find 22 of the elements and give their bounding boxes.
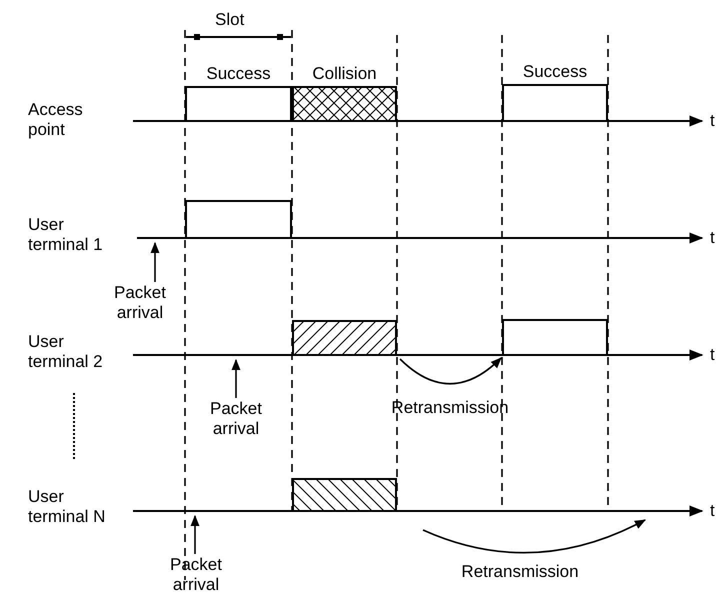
- axis-label: t: [710, 228, 715, 248]
- slot-heading: Success: [522, 62, 588, 82]
- row-label: User terminal 2: [28, 332, 104, 372]
- row-label: Access point: [28, 100, 84, 140]
- callout-text: Packet arrival: [169, 555, 223, 595]
- leader-arrow: [232, 358, 240, 398]
- slot-heading: Success: [205, 64, 272, 84]
- slot-heading: Collision: [311, 64, 378, 84]
- row-label: User terminal N: [28, 487, 106, 527]
- callout-text: Packet arrival: [209, 399, 263, 439]
- retransmission-arrow: [422, 519, 646, 554]
- leader-arrow: [190, 514, 200, 554]
- callout-text: Packet arrival: [113, 283, 167, 323]
- leader-arrow: [150, 242, 160, 282]
- slot-label: Slot: [215, 10, 244, 30]
- edge-label: Retransmission: [390, 398, 510, 418]
- edge-label: Retransmission: [460, 562, 580, 582]
- axis-label: t: [710, 111, 715, 131]
- retransmission-arrow: [399, 357, 502, 385]
- axis-label: t: [710, 501, 715, 521]
- row-label: User terminal 1: [28, 215, 104, 255]
- axis-label: t: [710, 345, 715, 365]
